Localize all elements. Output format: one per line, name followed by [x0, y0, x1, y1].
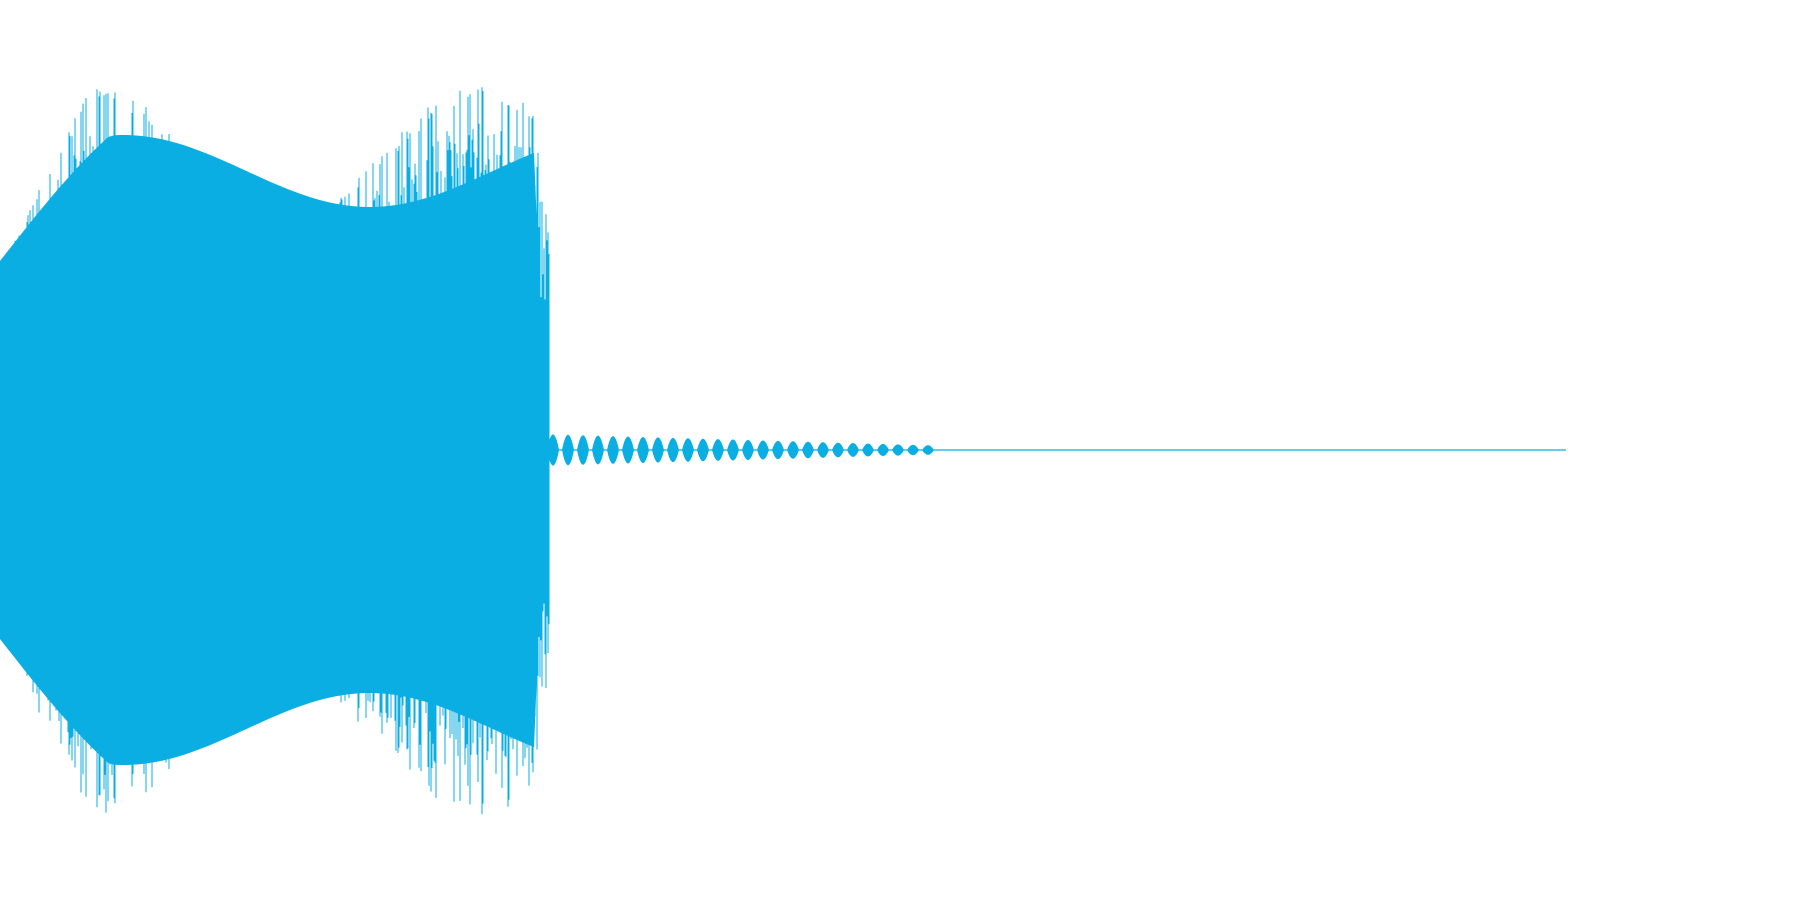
waveform-ringdown	[547, 434, 934, 466]
waveform-burst-core	[0, 135, 546, 765]
waveform-trace	[0, 87, 1566, 815]
